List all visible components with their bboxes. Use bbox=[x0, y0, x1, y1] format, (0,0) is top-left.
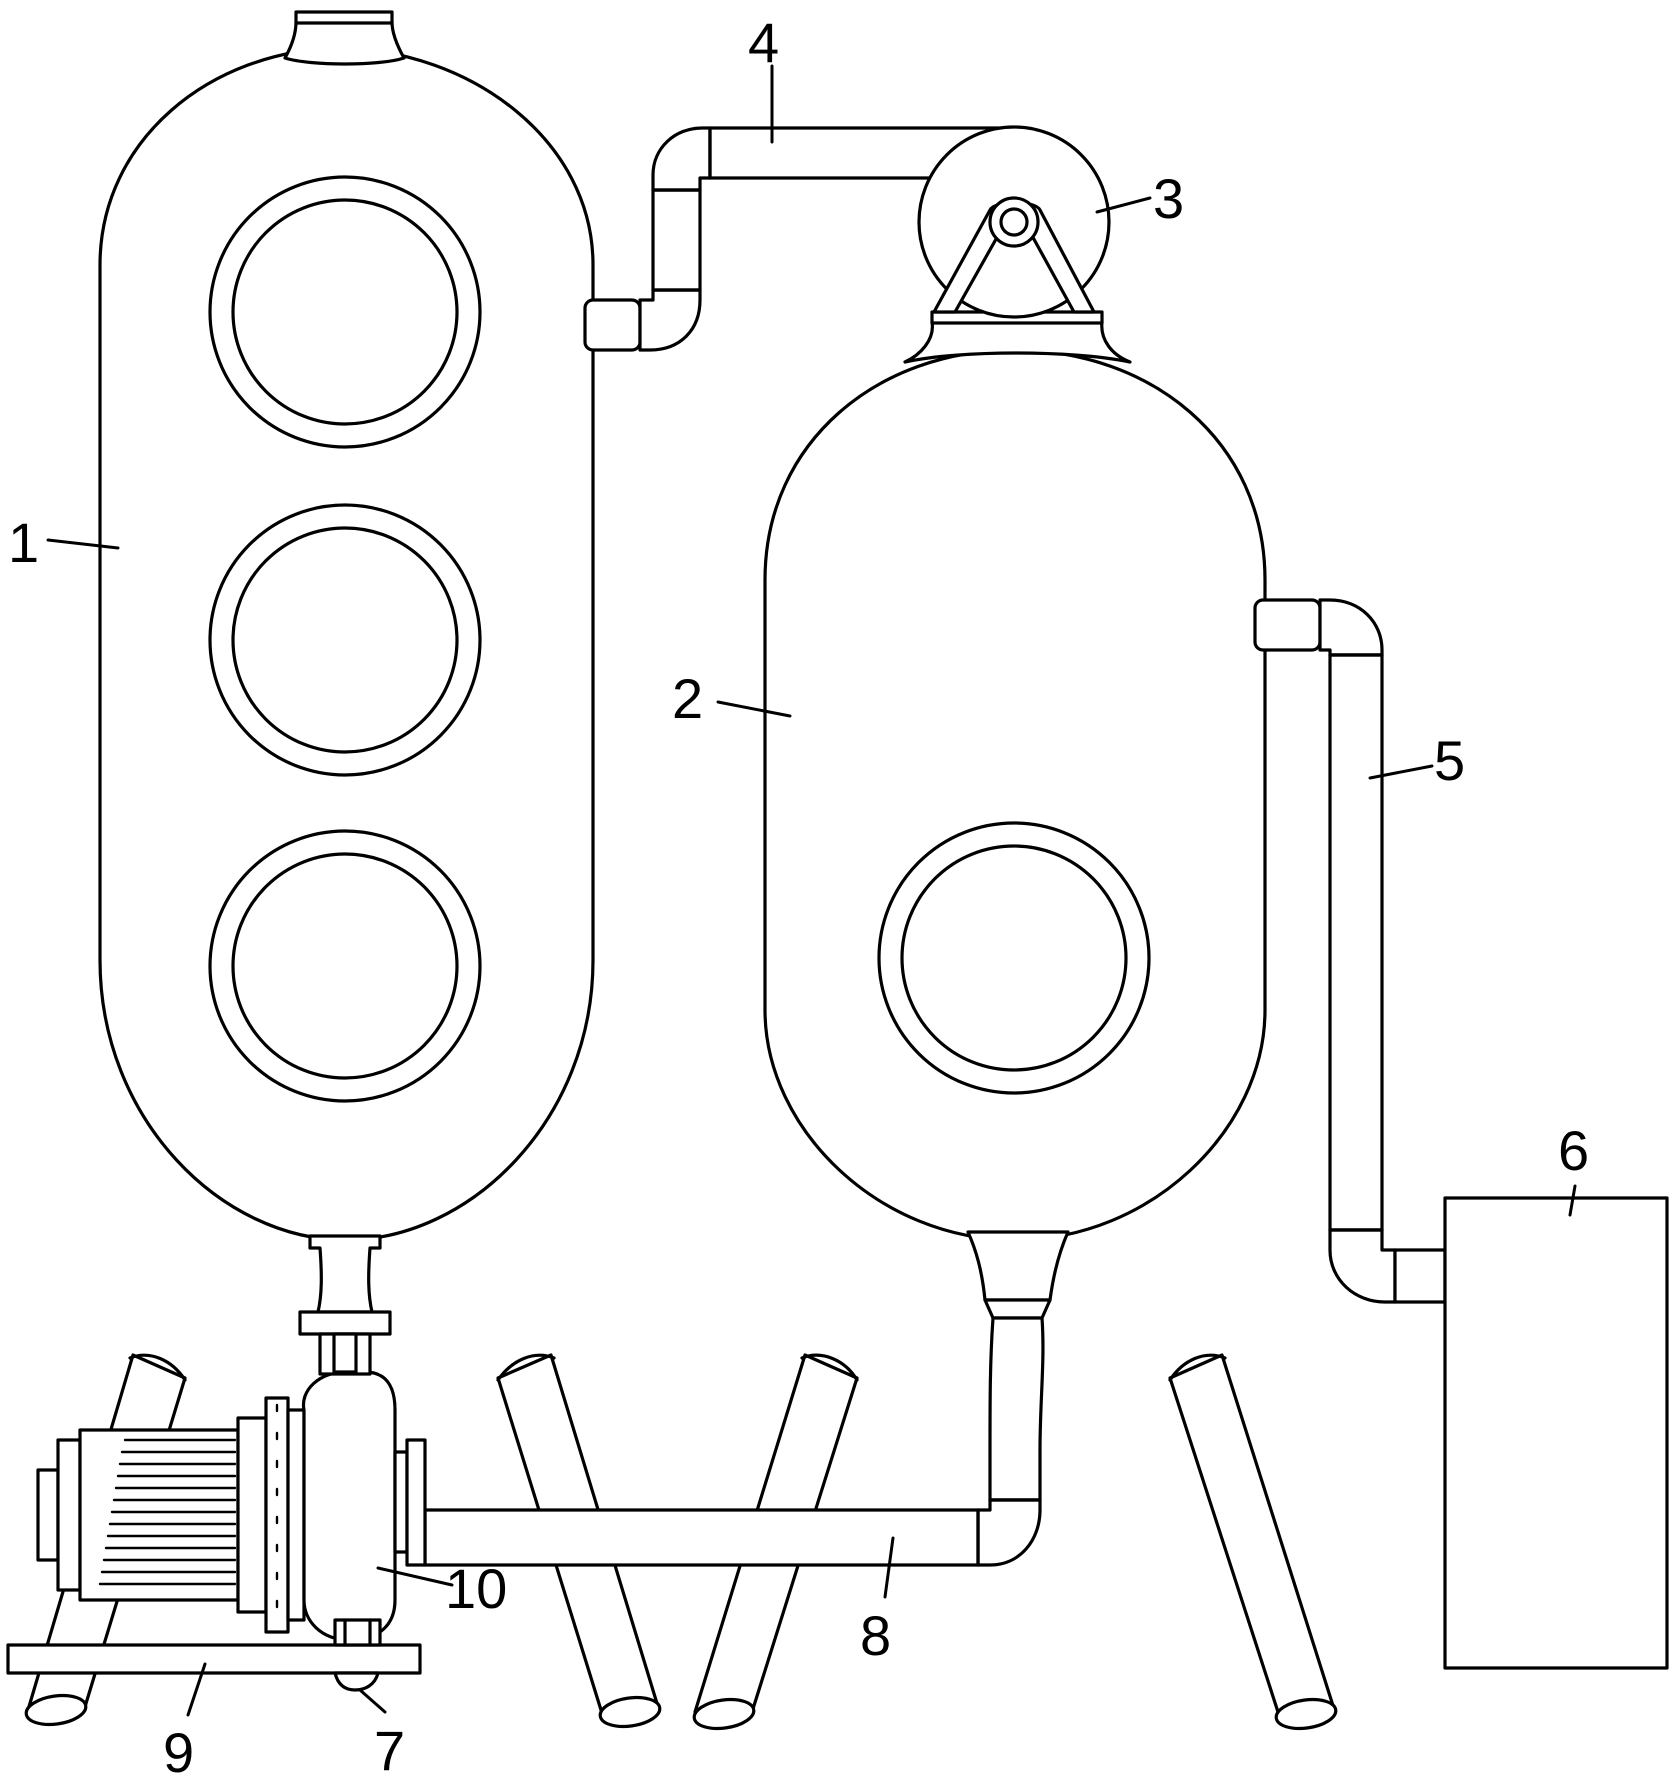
label-7: 7 bbox=[374, 1719, 405, 1782]
labels: 1 2 3 4 5 6 7 8 9 10 bbox=[8, 11, 1589, 1783]
tank-1 bbox=[98, 10, 595, 1382]
leader-2 bbox=[716, 700, 792, 718]
leader-1 bbox=[46, 538, 120, 550]
label-9: 9 bbox=[163, 1721, 194, 1783]
tank-1-window-top bbox=[208, 175, 482, 449]
pump-assembly bbox=[6, 1234, 427, 1692]
pump-foot-7 bbox=[333, 1671, 380, 1692]
label-1: 1 bbox=[8, 511, 39, 574]
label-8: 8 bbox=[860, 1604, 891, 1667]
leader-lines bbox=[46, 64, 1577, 1717]
box-6 bbox=[1443, 1196, 1669, 1670]
label-3: 3 bbox=[1153, 167, 1184, 230]
motor-fins bbox=[98, 1438, 237, 1586]
leader-8 bbox=[883, 1536, 895, 1599]
label-6: 6 bbox=[1558, 1119, 1589, 1182]
leader-3 bbox=[1095, 196, 1152, 214]
leader-9 bbox=[186, 1662, 207, 1717]
tank-2 bbox=[763, 310, 1267, 1382]
leader-5 bbox=[1368, 764, 1434, 780]
tank-1-window-middle bbox=[208, 503, 482, 777]
leader-7 bbox=[358, 1688, 387, 1714]
label-10: 10 bbox=[445, 1557, 507, 1620]
leader-10 bbox=[376, 1566, 454, 1587]
label-4: 4 bbox=[748, 11, 779, 74]
base-plate-9 bbox=[6, 1643, 422, 1675]
pipe-8 bbox=[423, 1230, 1070, 1567]
fan-3 bbox=[917, 125, 1111, 319]
label-5: 5 bbox=[1434, 729, 1465, 792]
tank-1-window-bottom bbox=[208, 829, 482, 1103]
leader-6 bbox=[1568, 1184, 1577, 1217]
leg-2b bbox=[1168, 1353, 1338, 1731]
pipe-5 bbox=[1253, 598, 1447, 1304]
label-2: 2 bbox=[672, 667, 703, 730]
tank-2-window bbox=[877, 821, 1151, 1095]
